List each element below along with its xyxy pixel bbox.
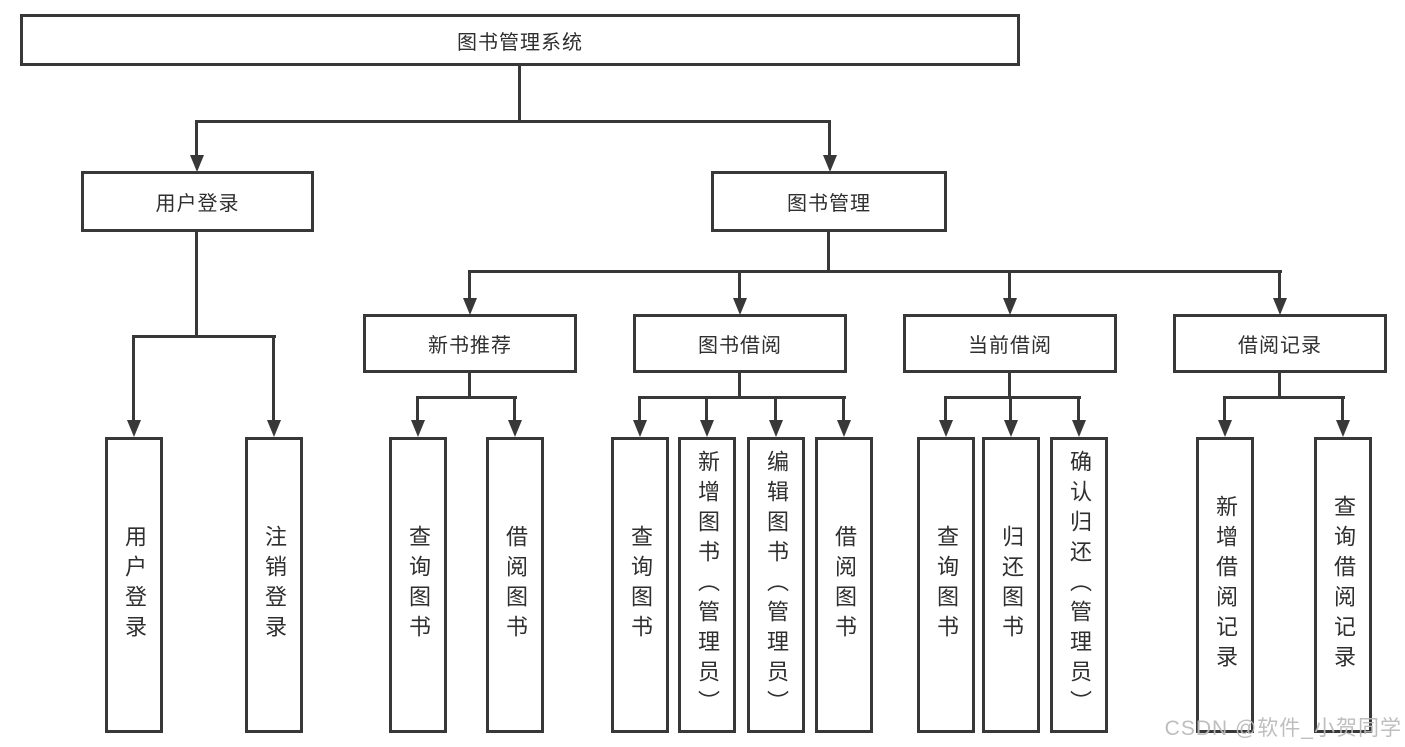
connector-line — [1008, 373, 1011, 398]
node-user-login-branch: 用户登录 — [81, 171, 314, 232]
node-new-book-recommend: 新书推荐 — [363, 314, 577, 373]
connector-line — [195, 232, 198, 335]
down-arrowhead-icon — [411, 420, 425, 437]
down-arrowhead-icon — [267, 420, 281, 437]
down-arrowhead-icon — [1273, 298, 1287, 315]
down-arrowhead-icon — [837, 420, 851, 437]
connector-line — [1009, 396, 1012, 422]
connector-line — [195, 120, 831, 123]
down-arrowhead-icon — [823, 155, 837, 172]
connector-line — [513, 396, 516, 422]
leaf-query-books-current: 查询图书 — [917, 437, 975, 733]
node-book-borrowing: 图书借阅 — [633, 314, 847, 373]
connector-line — [1278, 373, 1281, 398]
leaf-add-borrow-record: 新增借阅记录 — [1196, 437, 1254, 733]
leaf-query-borrow-record: 查询借阅记录 — [1314, 437, 1372, 733]
down-arrowhead-icon — [508, 420, 522, 437]
down-arrowhead-icon — [1003, 298, 1017, 315]
connector-line — [1223, 396, 1226, 422]
leaf-user-login: 用户登录 — [105, 437, 163, 733]
down-arrowhead-icon — [769, 420, 783, 437]
connector-line — [1008, 270, 1011, 300]
connector-line — [738, 270, 741, 300]
connector-line — [774, 396, 777, 422]
leaf-return-books: 归还图书 — [982, 437, 1040, 733]
leaf-borrow-books: 借阅图书 — [815, 437, 873, 733]
connector-line — [1077, 396, 1080, 422]
down-arrowhead-icon — [633, 420, 647, 437]
connector-line — [638, 396, 641, 422]
connector-line — [518, 66, 521, 120]
down-arrowhead-icon — [939, 420, 953, 437]
down-arrowhead-icon — [1336, 420, 1350, 437]
connector-line — [944, 396, 1081, 399]
connector-line — [132, 335, 135, 421]
node-current-borrowing: 当前借阅 — [903, 314, 1117, 373]
leaf-logout: 注销登录 — [245, 437, 303, 733]
connector-line — [468, 270, 471, 300]
connector-line — [1341, 396, 1344, 422]
leaf-borrow-books-recommend: 借阅图书 — [486, 437, 544, 733]
down-arrowhead-icon — [190, 155, 204, 172]
leaf-query-books-borrowing: 查询图书 — [611, 437, 669, 733]
leaf-edit-books-admin: 编辑图书（管理员） — [747, 437, 805, 733]
down-arrowhead-icon — [1004, 420, 1018, 437]
connector-line — [842, 396, 845, 422]
node-book-management-branch: 图书管理 — [711, 171, 947, 232]
down-arrowhead-icon — [700, 420, 714, 437]
connector-line — [738, 373, 741, 398]
connector-line — [828, 120, 831, 158]
down-arrowhead-icon — [127, 420, 141, 437]
connector-line — [1278, 270, 1281, 300]
connector-line — [468, 270, 1282, 273]
down-arrowhead-icon — [733, 298, 747, 315]
connector-line — [705, 396, 708, 422]
connector-line — [132, 335, 276, 338]
leaf-query-books-recommend: 查询图书 — [389, 437, 447, 733]
node-library-system: 图书管理系统 — [20, 14, 1020, 66]
connector-line — [1223, 396, 1345, 399]
down-arrowhead-icon — [463, 298, 477, 315]
connector-line — [944, 396, 947, 422]
down-arrowhead-icon — [1218, 420, 1232, 437]
connector-line — [195, 120, 198, 158]
leaf-add-books-admin: 新增图书（管理员） — [678, 437, 736, 733]
connector-line — [468, 373, 471, 398]
connector-line — [272, 335, 275, 421]
watermark: CSDN @软件_小贺同学 — [1164, 717, 1402, 740]
connector-line — [638, 396, 846, 399]
connector-line — [416, 396, 419, 422]
down-arrowhead-icon — [1072, 420, 1086, 437]
leaf-confirm-return-admin: 确认归还（管理员） — [1050, 437, 1108, 733]
connector-line — [827, 232, 830, 273]
node-borrowing-records: 借阅记录 — [1173, 314, 1387, 373]
connector-line — [416, 396, 517, 399]
